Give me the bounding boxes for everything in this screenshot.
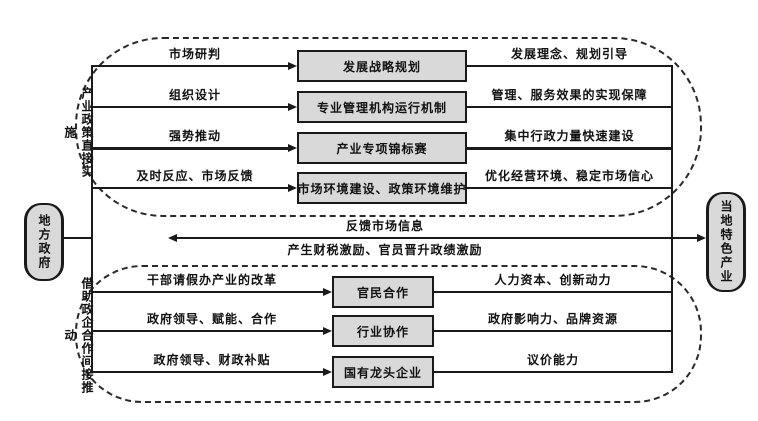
left-node-connector-line [57,237,91,239]
row-left-label: 及时反应、市场反馈 [136,169,254,183]
flow-box: 官民合作 [332,276,434,308]
row-left-label: 组织设计 [168,88,221,102]
arrowhead-right-icon [288,62,297,70]
row-line [434,291,672,293]
row-left-label: 市场研判 [168,47,221,61]
arrowhead-left-icon [168,234,177,242]
row-line [467,187,672,189]
right-industry-node: 当地特色产业 [706,192,746,292]
arrowhead-right-icon [323,327,332,335]
row-line [92,65,290,67]
bottom-dashed-region [75,265,702,403]
flow-box: 国有龙头企业 [332,356,434,388]
row-line [434,371,672,373]
row-right-label: 议价能力 [526,353,579,367]
left-government-node: 地方政府 [24,203,64,281]
feedback-top-label: 反馈市场信息 [345,219,424,233]
row-line [467,147,672,150]
bottom-section-side-label: 借助政企合作间接推动 [63,276,94,394]
row-line [92,187,290,189]
row-left-label: 政府领导、赋能、合作 [146,312,277,326]
top-dashed-region [75,37,702,217]
right-trunk-line [671,65,673,373]
row-right-label: 人力资本、创新动力 [494,273,612,287]
row-left-label: 政府领导、财政补贴 [153,353,271,367]
top-section-side-label: 产业政策直接实施 [63,86,94,178]
row-right-label: 政府影响力、品牌资源 [487,312,618,326]
flow-box: 行业协作 [332,315,434,347]
row-right-label: 管理、服务效果的实现保障 [491,88,648,102]
row-line [434,330,672,332]
feedback-line [176,237,672,239]
row-right-label: 优化经营环境、稳定市场信心 [484,169,654,183]
feedback-bottom-label: 产生财税激励、官员晋升政绩激励 [287,243,483,257]
row-line [92,330,324,332]
row-left-label: 干部请假办产业的改革 [146,273,277,287]
flow-box: 专业管理机构运行机制 [297,91,467,123]
flow-box: 市场环境建设、政策环境维护 [297,172,467,204]
row-line [92,147,290,150]
row-line [92,106,290,108]
right-node-connector-line [673,237,699,239]
arrowhead-right-icon [288,144,297,152]
arrowhead-right-icon [288,184,297,192]
right-node-label: 当地特色产业 [719,200,733,284]
row-line [467,65,672,67]
flow-box: 产业专项锦标赛 [297,132,467,164]
arrowhead-right-icon [288,103,297,111]
row-line [92,371,324,373]
row-left-label: 强势推动 [168,129,221,143]
row-right-label: 发展理念、规划引导 [510,47,628,61]
left-trunk-line [91,65,93,373]
flow-box: 发展战略规划 [297,50,467,82]
row-line [467,106,672,108]
arrowhead-right-icon [323,288,332,296]
left-node-label: 地方政府 [37,214,51,270]
row-right-label: 集中行政力量快速建设 [504,129,635,143]
arrowhead-right-icon [697,234,706,242]
row-line [92,291,324,293]
arrowhead-right-icon [323,368,332,376]
